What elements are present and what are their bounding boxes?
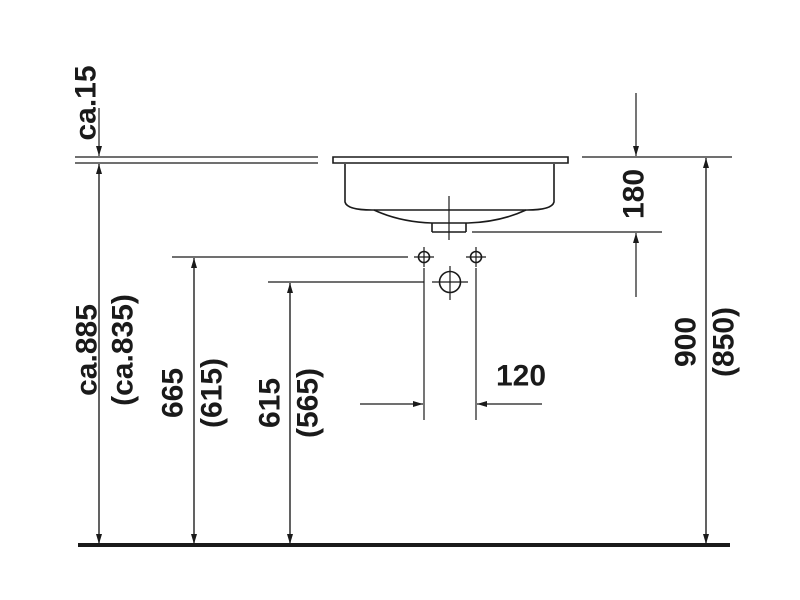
dim-rim-height: 900 [670, 317, 703, 367]
dim-rim-height-alt: (850) [708, 307, 741, 377]
dim-basin-depth: 180 [618, 169, 651, 219]
connection-symbols [414, 247, 486, 300]
dim-overall-height-alt: (ca.835) [107, 294, 140, 406]
dim-overall-height: ca.885 [71, 304, 104, 396]
dim-lower-connection: 615 [254, 378, 287, 428]
dim-top-clearance: ca.15 [70, 65, 103, 140]
dim-upper-connection-alt: (615) [196, 358, 229, 428]
dimension-lines [96, 93, 709, 545]
dim-spacing: 120 [496, 360, 546, 393]
countertop-lines [75, 156, 318, 164]
washbasin-outline [332, 156, 569, 224]
extension-lines [172, 156, 732, 420]
dim-lower-connection-alt: (565) [292, 368, 325, 438]
dim-upper-connection: 665 [157, 368, 190, 418]
drain-outlet [431, 196, 467, 240]
